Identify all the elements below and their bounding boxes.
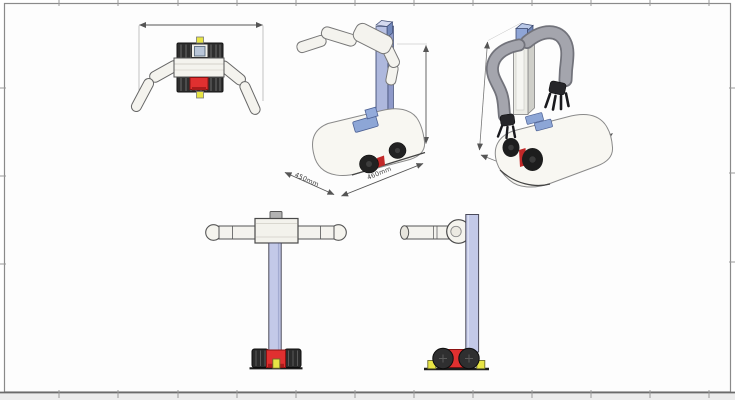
right-arm <box>521 27 573 86</box>
sheet-ticks-vertical <box>0 87 735 265</box>
arm-joint-lines <box>433 226 438 239</box>
wheel-hub-rear <box>508 144 514 151</box>
left-arm-cylinder <box>218 225 257 240</box>
view-iso-grippers <box>476 22 614 188</box>
shoulder-box <box>254 217 299 244</box>
top-panel-blue-1 <box>525 112 544 125</box>
extension-line-cap <box>487 22 522 41</box>
view-front <box>205 211 347 370</box>
view-iso-main: 450mm 460mm <box>284 20 429 197</box>
right-arm-cylinder <box>296 225 335 240</box>
view-top <box>130 22 264 115</box>
left-fingers <box>496 124 517 140</box>
pole-base-box <box>364 106 379 120</box>
dimension-line-height <box>476 41 491 151</box>
column-slot <box>515 47 525 111</box>
left-wheel-treads <box>255 350 266 366</box>
top-panel-blue <box>352 115 379 133</box>
extended-upper-arm <box>320 26 358 47</box>
left-arm <box>487 40 524 121</box>
rear-wheel-spokes <box>439 354 447 363</box>
wheel-hub-front <box>529 156 536 163</box>
arm-end-cap <box>399 225 410 240</box>
wheel-hub-rear <box>394 147 401 154</box>
right-wheel-treads <box>288 350 298 366</box>
base-ground-edge <box>499 169 551 187</box>
yellow-marker-rear <box>196 91 204 99</box>
right-gripper-hand <box>544 80 570 111</box>
sheet-frame <box>3 2 732 393</box>
right-forearm <box>239 81 261 115</box>
yellow-marker <box>272 358 281 369</box>
sheet-ticks-horizontal <box>58 0 710 398</box>
red-module-lip <box>192 87 206 91</box>
base-body <box>494 114 614 188</box>
left-gripper-hand <box>496 113 517 140</box>
pole <box>268 242 282 351</box>
torso-band <box>173 57 225 78</box>
front-wheel-spokes <box>465 354 473 363</box>
right-palm <box>548 80 567 96</box>
top-panel-blue-2 <box>534 118 553 132</box>
wheel-hub-front <box>366 161 372 167</box>
column-side-face <box>527 39 535 115</box>
sensor-window <box>194 46 206 57</box>
right-fingers <box>544 92 570 111</box>
extended-forearm <box>296 34 327 54</box>
bottom-margin-strip <box>0 392 735 400</box>
shoulder-hub <box>450 225 462 238</box>
view-side <box>399 214 489 371</box>
left-forearm <box>130 78 155 112</box>
shoulder-top-tab <box>269 211 283 220</box>
yellow-marker-front <box>196 36 204 44</box>
dimension-line-left <box>284 172 335 195</box>
dimension-line-right <box>341 163 424 197</box>
shoulder-block <box>352 22 394 55</box>
base-body <box>312 108 426 176</box>
left-palm <box>499 113 516 127</box>
